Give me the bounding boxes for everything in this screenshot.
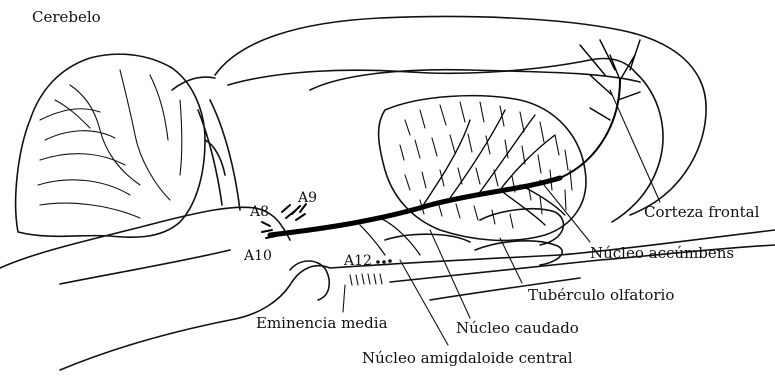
caudate-nucleus	[379, 96, 586, 245]
label-nucleo-amigdaloide: Núcleo amigdaloide central	[362, 349, 573, 367]
label-nucleo-caudado: Núcleo caudado	[456, 319, 579, 337]
cerebellum	[16, 54, 225, 237]
label-cerebelo: Cerebelo	[32, 8, 101, 26]
label-nucleo-accumbens: Núcleo accúmbens	[590, 244, 734, 262]
label-corteza-frontal: Corteza frontal	[644, 203, 760, 221]
label-tuberculo-olfatorio: Tubérculo olfatorio	[528, 286, 674, 304]
label-a12: A12	[343, 253, 372, 269]
label-a9: A9	[297, 190, 317, 206]
label-eminencia-media: Eminencia media	[256, 314, 388, 332]
label-a10: A10	[243, 248, 272, 264]
dopamine-pathways	[262, 40, 640, 285]
label-a8: A8	[249, 204, 269, 220]
